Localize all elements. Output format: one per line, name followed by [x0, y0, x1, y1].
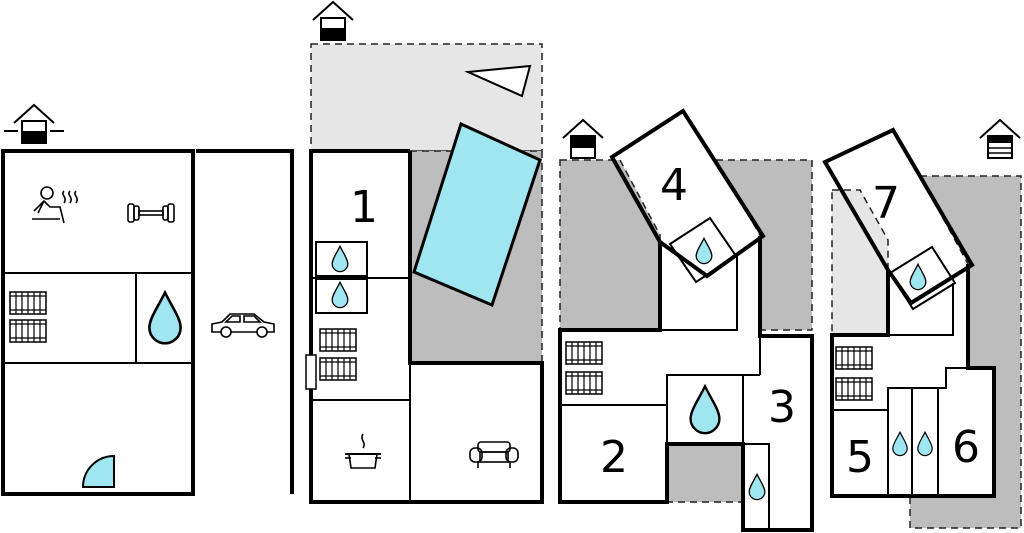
water-drop-icon	[331, 281, 349, 309]
radiator-icon	[565, 371, 603, 395]
car-icon	[211, 313, 275, 338]
room-number-3: 3	[768, 382, 796, 433]
water-drop-icon	[917, 431, 933, 457]
floor-second: 7 5 6	[822, 119, 1022, 529]
dumbbell-icon	[127, 203, 175, 223]
terrace-area	[666, 443, 744, 503]
sofa-icon	[469, 441, 519, 468]
sauna-icon	[32, 186, 78, 224]
pool-icon	[412, 121, 542, 308]
radiator-icon	[835, 377, 873, 401]
room-number-6: 6	[952, 422, 980, 473]
radiator-icon	[9, 319, 47, 343]
water-drop-icon	[148, 291, 182, 345]
cooking-pot-icon	[345, 433, 381, 469]
water-drop-icon	[331, 245, 349, 273]
water-drop-icon	[909, 263, 927, 291]
door-icon	[81, 454, 115, 488]
terrace-area	[559, 159, 661, 331]
garden-area	[310, 43, 543, 152]
compass-icon	[464, 64, 532, 98]
house-level-basement-icon	[4, 104, 64, 144]
terrace-area	[909, 175, 1022, 529]
floor-first: 4 2 3	[558, 108, 814, 532]
room-number-5: 5	[846, 432, 874, 483]
radiator-icon	[9, 291, 47, 315]
house-level-first-icon	[562, 119, 604, 159]
garage-wall	[196, 149, 294, 494]
water-drop-icon	[689, 385, 721, 435]
room-number-7: 7	[872, 178, 900, 229]
basement-outer-wall	[1, 149, 195, 496]
radiator-icon	[565, 341, 603, 365]
radiator-icon	[319, 357, 357, 381]
terrace-area	[714, 159, 813, 331]
radiator-icon	[319, 328, 357, 352]
house-level-second-icon	[979, 119, 1021, 159]
radiator-icon	[835, 346, 873, 370]
floor-ground: 1	[305, 1, 544, 504]
room-7-wall	[822, 127, 975, 306]
room-number-1: 1	[350, 182, 378, 233]
water-drop-icon	[748, 473, 766, 501]
floor-basement	[1, 104, 294, 496]
water-drop-icon	[892, 431, 908, 457]
house-level-ground-icon	[312, 1, 354, 41]
first-outer-wall	[558, 236, 814, 532]
water-drop-icon	[695, 237, 713, 265]
room-number-2: 2	[600, 432, 628, 483]
room-number-4: 4	[660, 160, 688, 211]
